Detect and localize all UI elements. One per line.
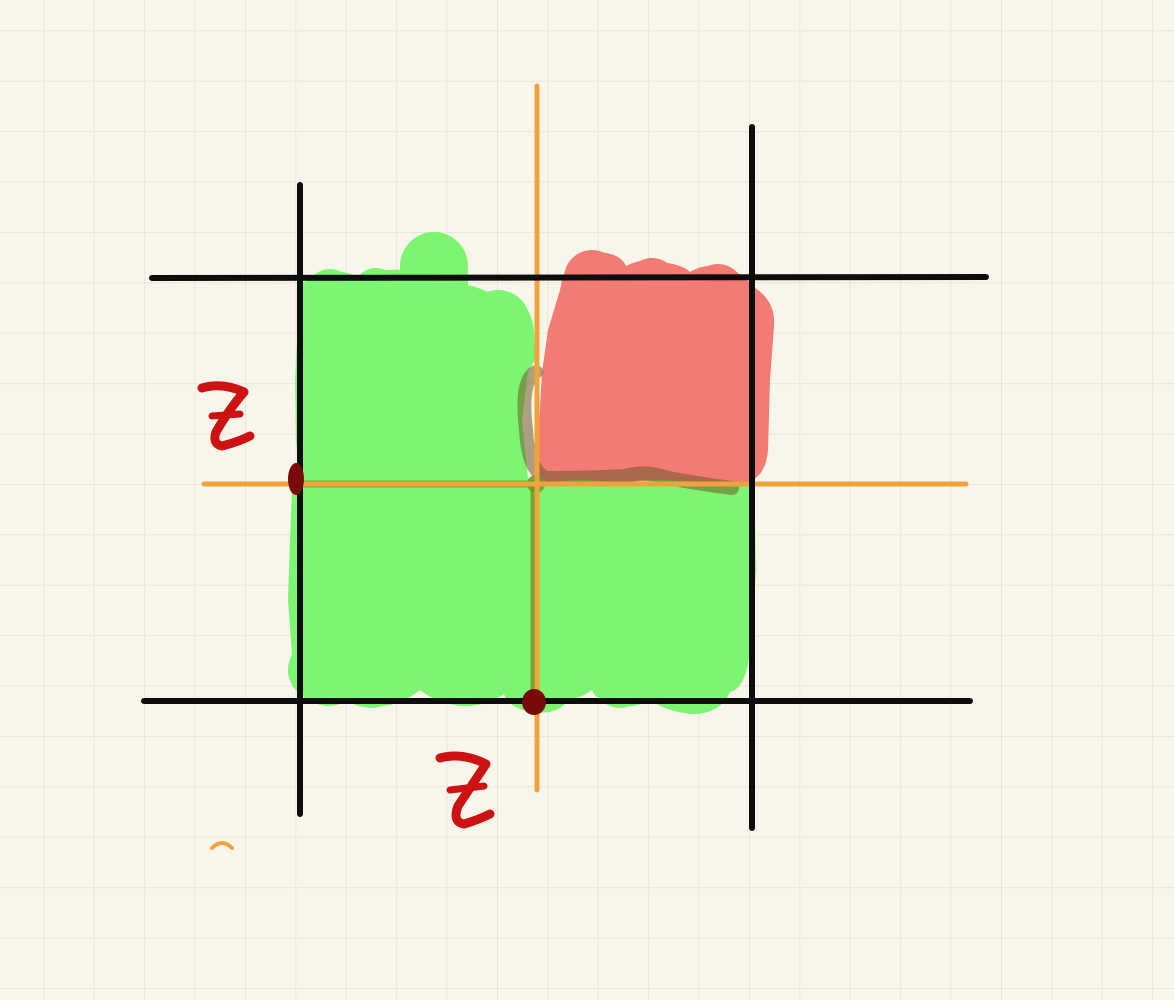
handwritten-z-icon: Z bbox=[197, 381, 255, 451]
red-shaded-region bbox=[536, 250, 775, 485]
intersection-dots bbox=[288, 463, 546, 715]
black-frame-lines bbox=[141, 124, 989, 831]
handwritten-z-icon: Z bbox=[435, 751, 495, 829]
green-shaded-region bbox=[288, 232, 756, 715]
bottom-intersection-dot bbox=[522, 689, 546, 715]
orange-center-lines bbox=[201, 83, 969, 850]
black-top-line bbox=[149, 274, 989, 281]
orange-stray-mark bbox=[210, 841, 234, 850]
left-intersection-dot bbox=[288, 463, 304, 495]
